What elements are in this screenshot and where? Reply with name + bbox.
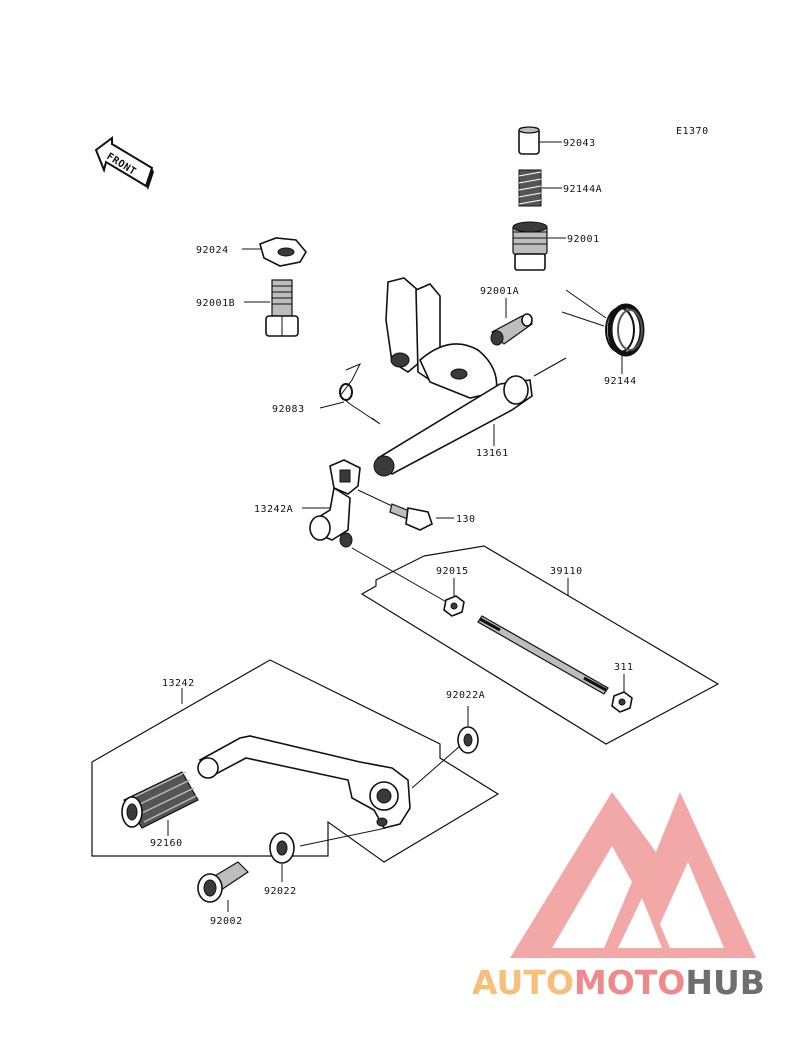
callout-92002: 92002 [210,916,243,927]
callout-130: 130 [456,514,476,525]
part-92144-spring [561,289,645,357]
callout-92043: 92043 [563,138,596,149]
part-92024-washer [259,237,307,267]
part-92001b-bolt [265,279,299,337]
callout-92160: 92160 [150,838,183,849]
callout-92001: 92001 [567,234,600,245]
part-92001a-pin [490,313,533,346]
watermark-hub: HUB [685,963,765,1002]
assembly-box-39110 [360,545,720,745]
callout-92015: 92015 [436,566,469,577]
part-92083-clip [339,363,381,425]
callout-13242: 13242 [162,678,195,689]
part-311-nut [611,691,633,713]
callout-92001b: 92001B [196,298,235,309]
part-tie-rod [477,615,609,695]
part-92160-rubber [121,771,199,829]
assembly-box-13242 [91,659,500,863]
part-92001-plug [512,221,548,271]
part-13242a-lever [309,459,361,548]
part-shift-pedal [197,735,461,847]
watermark-auto: AUTO [472,963,574,1002]
callout-39110: 39110 [550,566,583,577]
callout-311: 311 [614,662,634,673]
part-92043-cap [518,126,540,155]
svg-text:AUTOMOTOHUB: AUTOMOTOHUB [472,963,765,1002]
callout-13161: 13161 [476,448,509,459]
watermark-logo-icon [510,792,756,958]
callout-13242a: 13242A [254,504,293,515]
callout-92083: 92083 [272,404,305,415]
front-arrow-icon: FRONT [94,136,154,190]
callout-92022: 92022 [264,886,297,897]
part-13161-shift-shaft [373,277,567,477]
part-92015-nut [443,595,465,617]
watermark-moto: MOTO [574,963,685,1002]
diagram-code: E1370 [676,126,709,137]
callout-92001a: 92001A [480,286,519,297]
part-92002-bolt [197,861,249,903]
watermark-wordmark: AUTOMOTOHUB [472,963,765,1002]
callout-92144: 92144 [604,376,637,387]
part-130-bolt [389,503,433,531]
callout-92144a: 92144A [563,184,602,195]
callout-92022a: 92022A [446,690,485,701]
callout-92024: 92024 [196,245,229,256]
part-92022-washer [269,832,295,864]
part-92144a-spring [518,169,542,207]
part-92022a-washer [457,726,479,754]
